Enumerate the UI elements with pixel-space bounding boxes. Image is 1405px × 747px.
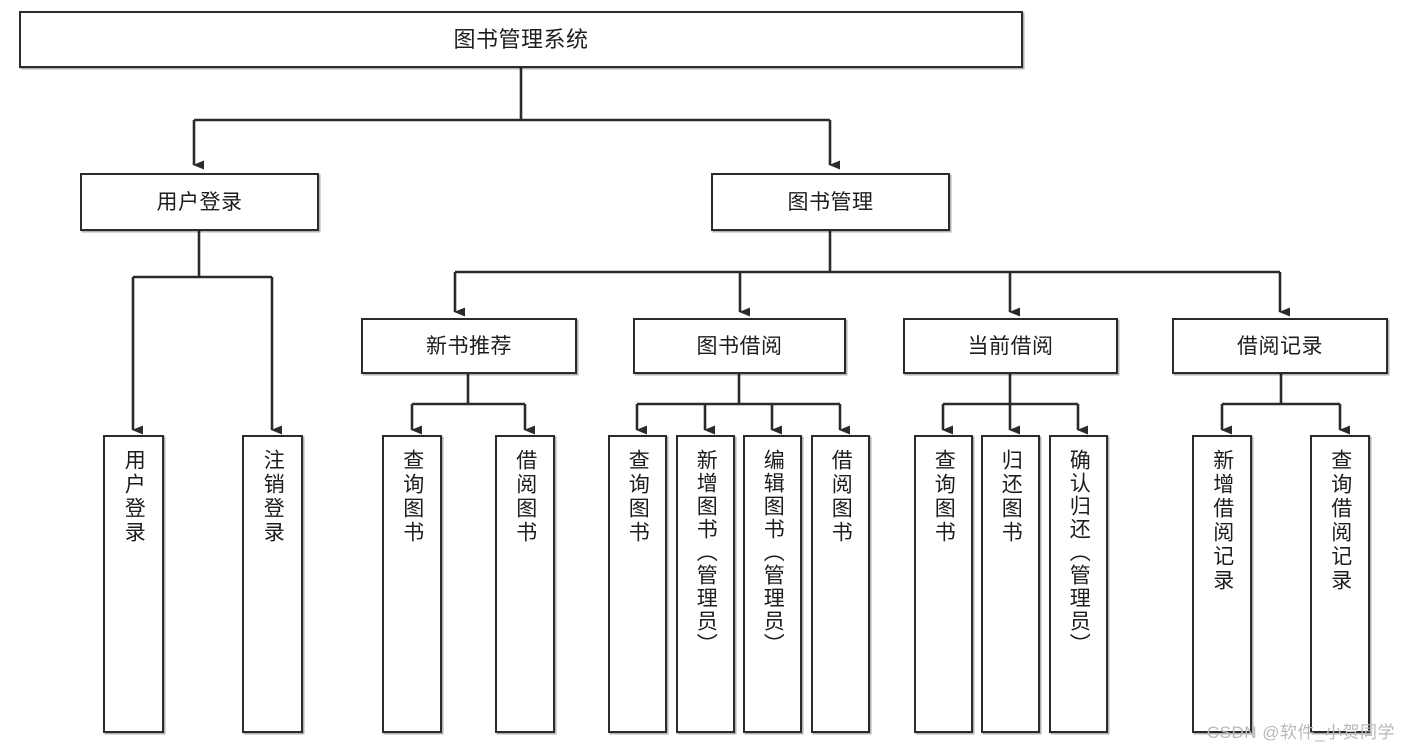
node-label: 新增借阅记录 (1210, 449, 1234, 593)
node-label: 借阅图书 (829, 449, 853, 545)
node-leaf-user-login[interactable]: 用户登录 (103, 435, 164, 733)
node-leaf-query-record[interactable]: 查询借阅记录 (1310, 435, 1370, 733)
node-leaf-query-book-1[interactable]: 查询图书 (382, 435, 442, 733)
node-label: 图书管理 (787, 190, 874, 214)
node-new-book-recommend[interactable]: 新书推荐 (361, 318, 577, 374)
node-book-borrow[interactable]: 图书借阅 (633, 318, 846, 374)
node-label: 借阅图书 (513, 449, 537, 545)
node-label: 借阅记录 (1237, 334, 1323, 358)
node-label: 编辑图书（管理员） (761, 449, 785, 656)
node-leaf-return-book[interactable]: 归还图书 (981, 435, 1040, 733)
node-leaf-logout-login[interactable]: 注销登录 (242, 435, 303, 733)
node-leaf-borrow-book-1[interactable]: 借阅图书 (495, 435, 555, 733)
node-current-borrow[interactable]: 当前借阅 (903, 318, 1118, 374)
node-label: 确认归还（管理员） (1067, 449, 1091, 656)
node-leaf-add-book[interactable]: 新增图书（管理员） (676, 435, 735, 733)
node-label: 图书借阅 (696, 334, 783, 358)
node-leaf-query-book-3[interactable]: 查询图书 (914, 435, 973, 733)
node-leaf-edit-book[interactable]: 编辑图书（管理员） (743, 435, 802, 733)
csdn-watermark: CSDN @软件_小贺同学 (1206, 723, 1395, 742)
node-label: 注销登录 (261, 449, 285, 545)
node-leaf-confirm-return[interactable]: 确认归还（管理员） (1049, 435, 1108, 733)
node-label: 查询借阅记录 (1328, 449, 1352, 593)
node-label: 用户登录 (156, 190, 243, 214)
node-label: 查询图书 (932, 449, 956, 545)
node-label: 新增图书（管理员） (694, 449, 718, 656)
node-user-login[interactable]: 用户登录 (80, 173, 319, 231)
node-root-system[interactable]: 图书管理系统 (19, 11, 1023, 68)
node-label: 查询图书 (400, 449, 424, 545)
node-leaf-query-book-2[interactable]: 查询图书 (608, 435, 667, 733)
node-label: 用户登录 (122, 449, 146, 545)
node-label: 当前借阅 (967, 334, 1054, 358)
node-label: 图书管理系统 (453, 26, 589, 52)
node-label: 新书推荐 (426, 334, 512, 358)
node-book-manage[interactable]: 图书管理 (711, 173, 950, 231)
node-label: 查询图书 (626, 449, 650, 545)
node-label: 归还图书 (999, 449, 1023, 545)
node-leaf-borrow-book-2[interactable]: 借阅图书 (811, 435, 870, 733)
node-leaf-add-record[interactable]: 新增借阅记录 (1192, 435, 1252, 733)
node-borrow-record[interactable]: 借阅记录 (1172, 318, 1388, 374)
